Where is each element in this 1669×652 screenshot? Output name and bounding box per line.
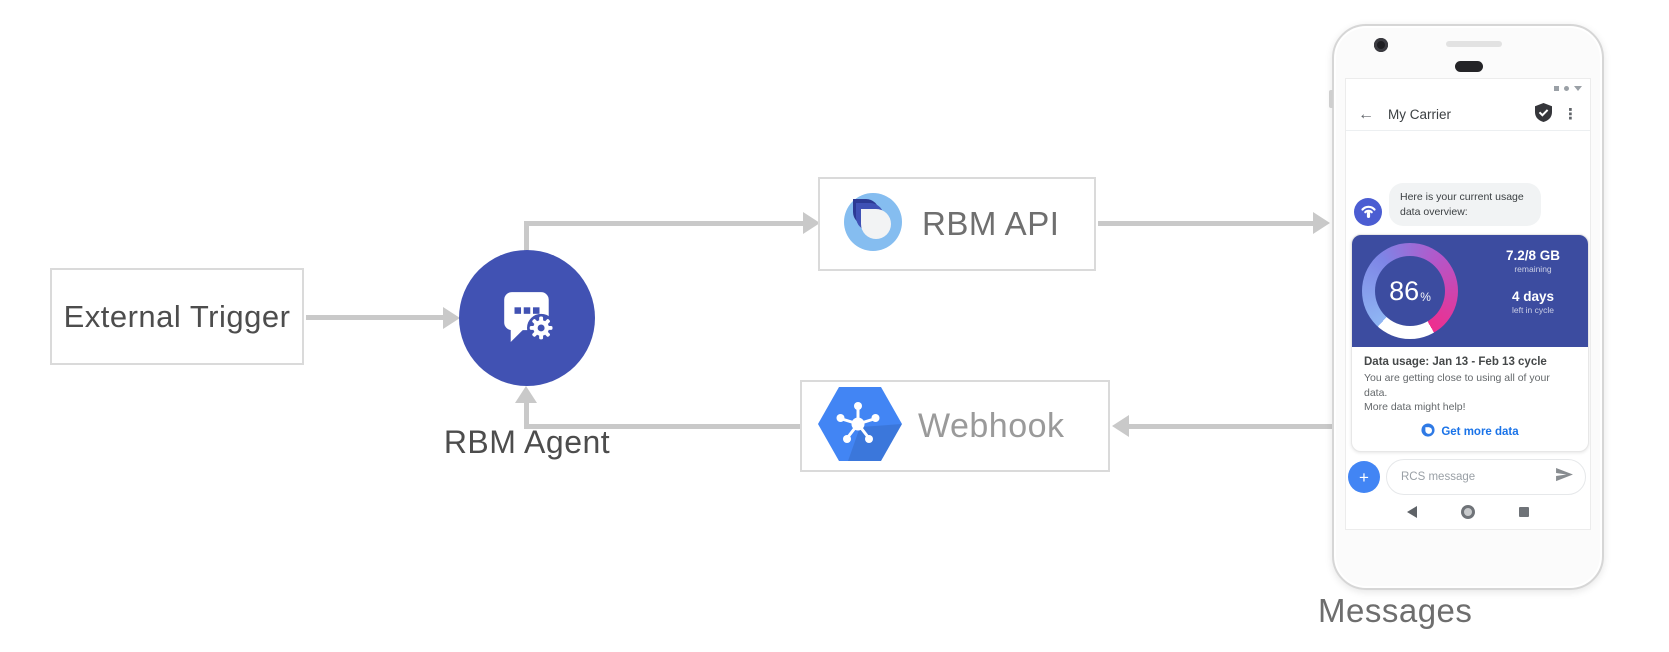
arrow-webhook-to-agent-head xyxy=(515,386,537,403)
phone-mockup: ← My Carrier ⋮ xyxy=(1329,24,1604,590)
arrow-external-to-agent-line xyxy=(306,315,444,320)
rbm-api-label: RBM API xyxy=(922,205,1060,242)
usage-card-details: Data usage: Jan 13 - Feb 13 cycle You ar… xyxy=(1352,347,1588,451)
usage-amount: 7.2/8 GB xyxy=(1505,248,1561,263)
arrow-agent-to-api-vertical xyxy=(524,223,529,253)
webhook-hexagon-icon xyxy=(818,386,902,466)
back-arrow-icon[interactable]: ← xyxy=(1358,105,1374,123)
send-icon[interactable] xyxy=(1555,467,1574,487)
usage-card: 86 % 7.2/8 GB remaining 4 days left in c… xyxy=(1351,234,1589,453)
status-triangle-icon xyxy=(1574,86,1582,91)
rcs-message-input[interactable] xyxy=(1401,471,1555,483)
front-camera xyxy=(1374,38,1388,52)
arrow-phone-to-webhook-line xyxy=(1129,424,1333,429)
arrow-phone-to-webhook-head xyxy=(1112,415,1129,437)
android-nav-bar xyxy=(1346,505,1590,519)
agent-message-row: Here is your current usage data overview… xyxy=(1354,183,1541,227)
status-dot-icon xyxy=(1564,86,1569,91)
arrow-webhook-to-agent-vertical xyxy=(524,394,529,427)
overflow-menu-icon[interactable]: ⋮ xyxy=(1563,106,1578,123)
phone-side-button xyxy=(1329,90,1333,108)
arrow-external-to-agent-head xyxy=(443,307,460,329)
usage-card-title: Data usage: Jan 13 - Feb 13 cycle xyxy=(1364,356,1547,368)
external-trigger-node: External Trigger xyxy=(50,268,304,365)
nav-back-button[interactable] xyxy=(1407,506,1417,518)
get-more-data-label: Get more data xyxy=(1441,425,1519,438)
arrow-api-to-phone-line xyxy=(1098,221,1314,226)
status-bar-icons xyxy=(1554,86,1582,91)
days-left: 4 days xyxy=(1511,289,1555,304)
carrier-avatar xyxy=(1354,198,1382,227)
gauge-percent-value: 86 xyxy=(1389,275,1420,306)
add-attachment-button[interactable]: + xyxy=(1348,461,1380,493)
usage-card-body-line2: More data might help! xyxy=(1364,401,1466,414)
message-bubble: Here is your current usage data overview… xyxy=(1389,183,1541,227)
get-more-data-link[interactable]: Get more data xyxy=(1364,423,1576,440)
rcs-input-pill[interactable] xyxy=(1386,459,1586,495)
usage-amount-sub: remaining xyxy=(1514,264,1552,274)
webhook-label: Webhook xyxy=(918,406,1065,445)
arrow-api-to-phone-head xyxy=(1313,212,1330,234)
arrow-webhook-to-agent-line xyxy=(524,424,800,429)
rbm-agent-label: RBM Agent xyxy=(443,424,611,460)
phone-screen: ← My Carrier ⋮ xyxy=(1345,78,1591,530)
usage-card-body-line1: You are getting close to using all of yo… xyxy=(1364,372,1550,399)
messages-caption: Messages xyxy=(1318,592,1473,629)
rbm-agent-node xyxy=(459,250,595,386)
usage-card-gauge-panel: 86 % 7.2/8 GB remaining 4 days left in c… xyxy=(1352,235,1588,347)
arrow-agent-to-api-head xyxy=(803,212,820,234)
usage-gauge: 86 % xyxy=(1362,243,1458,339)
days-left-sub: left in cycle xyxy=(1511,305,1555,315)
get-more-data-icon xyxy=(1421,423,1435,440)
verified-shield-icon xyxy=(1535,102,1552,127)
webhook-node: Webhook xyxy=(800,380,1110,472)
earpiece xyxy=(1455,61,1483,72)
hotspot-wifi-icon xyxy=(1359,200,1378,224)
rbm-api-node: RBM API xyxy=(818,177,1096,271)
status-square-icon xyxy=(1554,86,1559,91)
gauge-percent-sign: % xyxy=(1420,290,1431,304)
chat-header: ← My Carrier ⋮ xyxy=(1346,99,1590,131)
rbm-api-logo-icon xyxy=(842,191,904,258)
chat-bubble-gear-icon xyxy=(489,278,565,359)
nav-home-button[interactable] xyxy=(1461,505,1475,519)
external-trigger-label: External Trigger xyxy=(63,298,291,334)
chat-title: My Carrier xyxy=(1388,107,1451,122)
top-speaker-slot xyxy=(1446,41,1502,47)
composer-row: + xyxy=(1346,459,1590,495)
usage-stats: 7.2/8 GB remaining 4 days left in cycle xyxy=(1492,248,1574,315)
nav-recents-button[interactable] xyxy=(1519,507,1529,517)
arrow-agent-to-api-line xyxy=(524,221,804,226)
